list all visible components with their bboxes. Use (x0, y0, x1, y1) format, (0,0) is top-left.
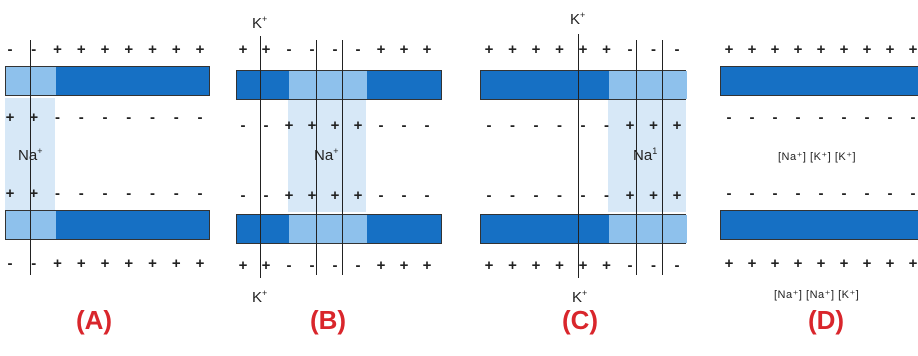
panel-b-top-outside-charges: ++----+++ (238, 41, 432, 58)
panel-d-bottom-membrane (720, 210, 918, 240)
panel-c: K+ ++++++--- ------+++ Na1 ------+++ +++… (478, 0, 690, 356)
panel-d-inside-concentration: [Na⁺] [K⁺] [K⁺] (778, 151, 857, 163)
panel-b-top-ion-label: K+ (252, 14, 268, 32)
panel-b-top-inside-charges: --++++--- (240, 117, 430, 134)
panel-a-channel-label: Na+ (18, 146, 43, 164)
panel-b-letter: (B) (309, 305, 347, 335)
panel-d-top-inside-charges: --------- (726, 109, 916, 126)
panel-b: K+ ++----+++ --++++--- Na+ --++++--- ++-… (236, 0, 446, 356)
panel-c-top-membrane (480, 70, 687, 100)
panel-c-bottom-membrane (480, 214, 687, 244)
panel-c-bottom-ion-label: K+ (572, 288, 588, 306)
panel-b-top-membrane (236, 70, 442, 100)
panel-d-bottom-outside-charges: +++++++++ (724, 255, 918, 272)
panel-c-top-ion-label: K+ (570, 10, 586, 28)
panel-b-bottom-ion-label: K+ (252, 288, 268, 306)
panel-b-bottom-inside-charges: --++++--- (240, 187, 430, 204)
panel-c-bottom-depolarized-segment (609, 215, 687, 243)
panel-c-bottom-outside-charges: ++++++--- (484, 257, 680, 274)
panel-b-line-2 (316, 40, 317, 275)
panel-d-bottom-inside-charges: --------- (726, 185, 916, 202)
panel-c-top-depolarized-segment (609, 71, 687, 99)
panel-b-line-1 (260, 36, 261, 278)
panel-a-bottom-depolarized-segment (6, 211, 56, 239)
panel-c-line-3 (662, 40, 663, 275)
panel-c-channel (608, 98, 686, 212)
panel-b-bottom-outside-charges: ++----+++ (238, 257, 432, 274)
panel-a-top-membrane (5, 66, 210, 96)
panel-c-line-2 (636, 40, 637, 275)
panel-c-channel-label: Na1 (633, 146, 658, 164)
panel-d-top-outside-charges: +++++++++ (724, 41, 918, 58)
panel-b-channel-label: Na+ (314, 146, 339, 164)
panel-a-letter: (A) (75, 305, 113, 335)
panel-d: +++++++++ --------- [Na⁺] [K⁺] [K⁺] ----… (716, 0, 918, 356)
panel-b-channel (288, 98, 366, 212)
panel-a-boundary-line (30, 40, 31, 275)
panel-c-letter: (C) (561, 305, 599, 335)
panel-a-bottom-inside-charges: ++------- (5, 185, 203, 202)
panel-a: --+++++++ ++------- Na+ ++------- --++++… (0, 0, 220, 356)
panel-b-line-3 (342, 40, 343, 275)
panel-c-line-1 (578, 34, 579, 278)
panel-a-top-outside-charges: --+++++++ (7, 41, 205, 58)
panel-b-bottom-depolarized-segment (289, 215, 367, 243)
panel-b-top-depolarized-segment (289, 71, 367, 99)
panel-c-top-inside-charges: ------+++ (486, 117, 682, 134)
panel-d-outside-concentration: [Na⁺] [Na⁺] [K⁺] (774, 289, 860, 301)
panel-a-bottom-membrane (5, 210, 210, 240)
panel-b-bottom-membrane (236, 214, 442, 244)
panel-a-bottom-outside-charges: --+++++++ (7, 255, 205, 272)
panel-c-top-outside-charges: ++++++--- (484, 41, 680, 58)
panel-a-top-inside-charges: ++------- (5, 109, 203, 126)
panel-a-top-depolarized-segment (6, 67, 56, 95)
panel-c-bottom-inside-charges: ------+++ (486, 187, 682, 204)
panel-d-top-membrane (720, 66, 918, 96)
panel-d-letter: (D) (807, 305, 845, 335)
